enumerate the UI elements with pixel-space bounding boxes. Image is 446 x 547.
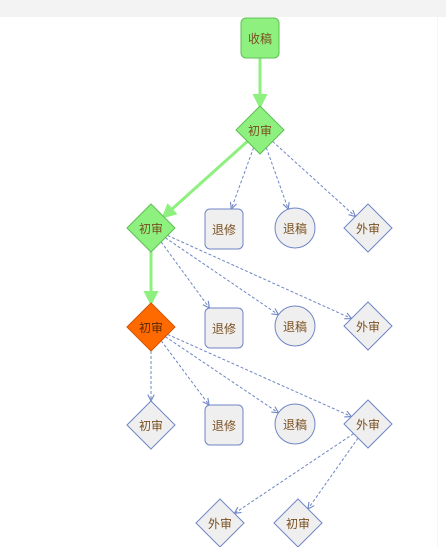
flow-edge-r3-to-r4_ext bbox=[167, 333, 352, 416]
flow-node-r2-revise[interactable]: 退修 bbox=[204, 208, 244, 250]
flow-node-r2[interactable]: 初审 bbox=[126, 203, 176, 253]
flow-node-r5-ext[interactable]: 外审 bbox=[195, 498, 245, 547]
node-shape-circle bbox=[274, 305, 316, 347]
node-shape-diamond bbox=[126, 400, 176, 450]
flow-node-r2-ext[interactable]: 外审 bbox=[343, 203, 393, 253]
node-shape-rounded-rect bbox=[204, 208, 244, 250]
node-shape-circle bbox=[274, 403, 316, 445]
node-shape-rounded-rect bbox=[240, 17, 280, 59]
flow-node-label: 退修 bbox=[212, 222, 236, 237]
flow-node-label: 外审 bbox=[356, 221, 380, 236]
flow-node-label: 外审 bbox=[356, 417, 380, 432]
flow-node-r1[interactable]: 初审 bbox=[235, 105, 285, 155]
flow-node-start[interactable]: 收稿 bbox=[240, 17, 280, 59]
flow-node-label: 退修 bbox=[212, 418, 236, 433]
node-layer: 收稿初审初审退修退稿外审初审退修退稿外审初审退修退稿外审外审初审 bbox=[126, 17, 393, 547]
edge-layer bbox=[143, 58, 359, 514]
flow-node-label: 初审 bbox=[248, 123, 272, 138]
flow-edge-r2-to-r3_reject bbox=[164, 237, 278, 315]
flow-node-label: 退稿 bbox=[283, 221, 307, 236]
flow-edge-r1-to-r2_ext bbox=[272, 141, 356, 216]
flow-edge-r4_ext-to-r5_review bbox=[308, 437, 359, 509]
flow-node-r4-ext[interactable]: 外审 bbox=[343, 399, 393, 449]
flow-node-r2-reject[interactable]: 退稿 bbox=[274, 207, 316, 249]
flow-edge-r2-to-r3_revise bbox=[160, 241, 209, 308]
flow-node-label: 初审 bbox=[139, 418, 163, 433]
flow-node-r4[interactable]: 初审 bbox=[126, 400, 176, 450]
node-shape-diamond bbox=[343, 399, 393, 449]
flow-node-label: 初审 bbox=[139, 221, 163, 236]
flow-node-label: 初审 bbox=[139, 320, 163, 335]
flow-node-r3-revise[interactable]: 退修 bbox=[204, 307, 244, 349]
flow-edge-r1-to-r2_reject bbox=[265, 147, 288, 209]
flow-node-r3-reject[interactable]: 退稿 bbox=[274, 305, 316, 347]
flow-edge-r1-to-r2_revise bbox=[231, 147, 255, 209]
flow-edge-r3-to-r4_revise bbox=[160, 340, 209, 405]
flow-node-r5-review[interactable]: 初审 bbox=[273, 498, 323, 547]
node-shape-rounded-rect bbox=[204, 307, 244, 349]
flow-edge-r3-to-r4_reject bbox=[165, 336, 278, 413]
flow-edge-r1-to-r2 bbox=[161, 140, 249, 219]
flow-node-label: 初审 bbox=[286, 516, 310, 531]
flow-edge-r2-to-r3_ext bbox=[167, 235, 352, 318]
top-strip bbox=[0, 0, 446, 17]
flow-edge-r4_ext-to-r5_ext bbox=[234, 433, 354, 514]
node-shape-diamond bbox=[235, 105, 285, 155]
flow-node-label: 外审 bbox=[208, 516, 232, 531]
node-shape-diamond bbox=[195, 498, 245, 547]
node-shape-diamond bbox=[126, 203, 176, 253]
flow-node-r3[interactable]: 初审 bbox=[126, 302, 176, 352]
flow-node-label: 退修 bbox=[212, 321, 236, 336]
flow-node-r3-ext[interactable]: 外审 bbox=[343, 301, 393, 351]
node-shape-rounded-rect bbox=[204, 404, 244, 446]
flow-node-label: 退稿 bbox=[283, 319, 307, 334]
right-divider bbox=[437, 17, 438, 547]
flow-node-label: 收稿 bbox=[248, 31, 272, 46]
flow-node-r4-reject[interactable]: 退稿 bbox=[274, 403, 316, 445]
node-shape-diamond bbox=[343, 301, 393, 351]
flow-node-label: 退稿 bbox=[283, 417, 307, 432]
flow-node-label: 外审 bbox=[356, 319, 380, 334]
node-shape-diamond bbox=[273, 498, 323, 547]
flow-node-r4-revise[interactable]: 退修 bbox=[204, 404, 244, 446]
node-shape-diamond bbox=[126, 302, 176, 352]
node-shape-diamond bbox=[343, 203, 393, 253]
node-shape-circle bbox=[274, 207, 316, 249]
